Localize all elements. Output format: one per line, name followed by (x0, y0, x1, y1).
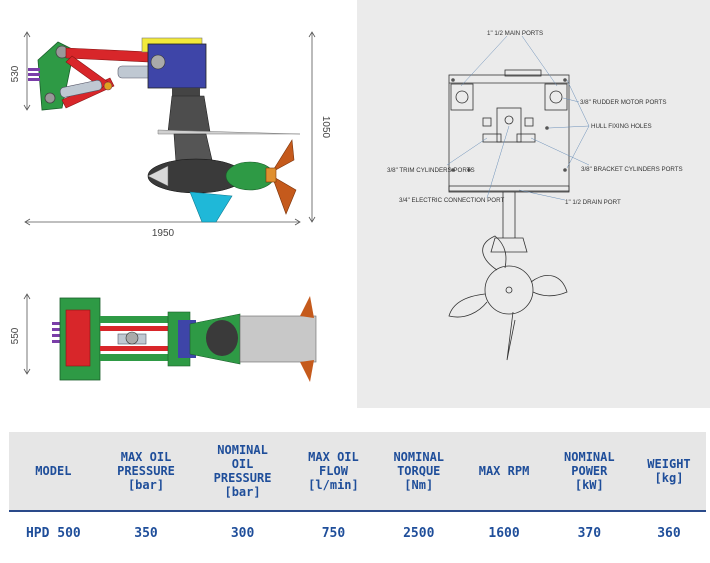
hull-fixing-holes (451, 78, 567, 172)
spec-header-cell: MODEL (9, 432, 98, 512)
spec-header-line: PRESSURE (117, 464, 175, 478)
spec-header-cell: MAX RPM (461, 432, 547, 512)
propeller-front (448, 235, 568, 361)
dim-length (24, 218, 301, 226)
spec-header-line: NOMINAL (393, 450, 445, 464)
spec-header-line: NOMINAL (217, 443, 268, 457)
spec-cell: 350 (134, 525, 158, 541)
top-bracket (52, 297, 101, 381)
rudder-motor-block (450, 83, 568, 111)
spec-table-row: HPD 500 350 300 750 2500 1600 370 360 (9, 511, 706, 554)
central-manifold (482, 107, 536, 143)
spec-header-cell: WEIGHT[kg] (631, 432, 706, 512)
spec-cell: 1600 (488, 525, 520, 541)
top-view-drawing: 550 (10, 293, 317, 382)
drive-shaft (490, 192, 528, 253)
spec-header-line: [Nm] (404, 478, 434, 492)
spec-header-line: [kW] (574, 478, 604, 492)
spec-header-line: [bar] (224, 485, 261, 499)
flange-plate (448, 74, 570, 192)
spec-header-line: MAX OIL (120, 450, 172, 464)
dim-width (23, 293, 31, 375)
dim-height-right (308, 31, 316, 223)
spec-header-line: POWER (571, 464, 608, 478)
drive-leg (157, 95, 301, 163)
spec-header-line: MODEL (35, 464, 72, 478)
top-propeller (300, 296, 314, 382)
schematic-drawing: 1" 1/2 MAIN PORTS 3/8" RUDDER MOTOR PORT… (387, 30, 683, 361)
label-main-ports: 1" 1/2 MAIN PORTS (487, 30, 543, 37)
spec-header-line: NOMINAL (564, 450, 615, 464)
spec-header-line: MAX OIL (308, 450, 359, 464)
spec-cell: 2500 (403, 525, 435, 541)
side-view-drawing: 530 1050 1950 (10, 31, 331, 239)
label-drain-port: 1" 1/2 DRAIN PORT (565, 199, 621, 206)
label-rudder-motor-ports: 3/8" RUDDER MOTOR PORTS (580, 99, 667, 106)
spec-cell: HPD 500 (25, 525, 81, 541)
hydraulic-cylinders (59, 65, 157, 98)
propulsion-pod (147, 158, 275, 223)
propeller (265, 139, 297, 215)
spec-header-line: [kg] (654, 471, 684, 485)
spec-cell: 370 (577, 525, 602, 541)
spec-cell: 360 (657, 525, 681, 541)
spec-header-line: [bar] (127, 478, 165, 492)
dim-width-label: 550 (10, 327, 21, 344)
spec-header-line: OIL (231, 457, 254, 471)
spec-header-line: FLOW (319, 464, 348, 478)
leader-lines (446, 35, 590, 201)
spec-header-line: TORQUE (397, 464, 441, 478)
label-trim-cylinders-ports: 3/8" TRIM CYLINDERS PORTS (387, 167, 475, 174)
dim-height-left-label: 530 (10, 65, 21, 82)
label-electric-connection-port: 3/4" ELECTRIC CONNECTION PORT (399, 197, 504, 204)
label-hull-fixing-holes: HULL FIXING HOLES (591, 123, 652, 130)
top-motor (167, 311, 317, 367)
motor-housing (141, 37, 207, 98)
spec-header-line: WEIGHT (647, 457, 691, 471)
spec-header-line: [l/min] (308, 478, 359, 492)
label-bracket-cylinders-ports: 3/8" BRACKET CYLINDERS PORTS (581, 166, 683, 173)
spec-cell: 300 (230, 525, 255, 541)
dim-height-left (23, 31, 31, 111)
spec-cell: 750 (321, 525, 346, 541)
schematic-panel (357, 0, 710, 408)
spec-header-line: PRESSURE (213, 471, 272, 485)
dim-height-right-label: 1050 (320, 116, 331, 139)
spec-header-line: MAX RPM (478, 464, 530, 478)
top-arms (100, 316, 170, 361)
dim-length-label: 1950 (152, 228, 175, 239)
